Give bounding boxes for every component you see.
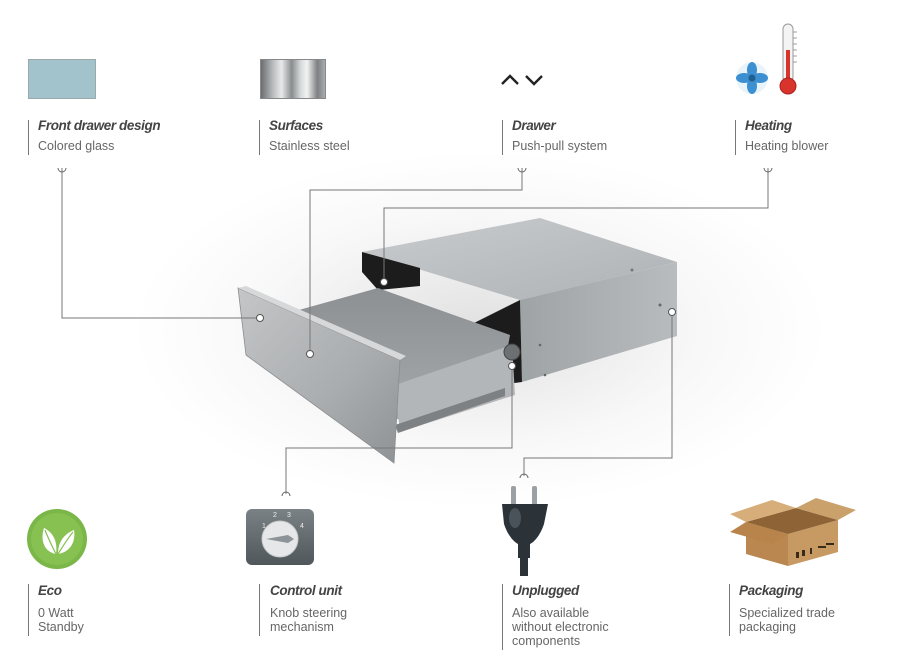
feature-desc: Heating blower (745, 139, 829, 153)
stainless-steel-swatch (260, 59, 326, 99)
feature-title: Surfaces (269, 118, 323, 133)
feature-unplugged: Unplugged Also available without electro… (512, 583, 702, 648)
feature-packaging: Packaging Specialized trade packaging (739, 583, 907, 634)
feature-desc: Also available without electronic compon… (512, 606, 609, 648)
feature-desc: Colored glass (38, 139, 115, 153)
feature-title: Front drawer design (38, 118, 161, 133)
housing-side (520, 262, 677, 382)
feature-desc: Stainless steel (269, 139, 350, 153)
feature-control-unit: Control unit Knob steering mechanism (270, 583, 460, 634)
feature-title: Packaging (739, 583, 803, 598)
feature-title: Drawer (512, 118, 556, 133)
connector-front (61, 168, 260, 319)
knob-number-3: 3 (287, 512, 291, 519)
housing-top (362, 218, 677, 300)
connector-control (285, 366, 513, 494)
feature-surfaces: Surfaces Stainless steel (269, 118, 459, 153)
cardboard-box-icon (730, 498, 856, 566)
feature-front-drawer-design: Front drawer design Colored glass (38, 118, 228, 153)
thermometer-icon (779, 23, 797, 95)
connector-lines (61, 168, 769, 494)
feature-title: Eco (38, 583, 62, 598)
control-knob-icon: 1 2 3 4 (246, 509, 314, 565)
anchor-hooks (57, 167, 773, 497)
feature-title: Unplugged (512, 583, 579, 598)
push-pull-icon (501, 74, 543, 86)
feature-title: Control unit (270, 583, 342, 598)
plug-icon (502, 486, 548, 576)
feature-desc: Specialized trade packaging (739, 606, 835, 634)
control-knob (503, 343, 521, 361)
connector-surfaces (309, 168, 523, 354)
knob-number-1: 1 (262, 523, 266, 530)
colored-glass-swatch (28, 59, 96, 99)
fan-icon (736, 62, 768, 94)
connector-unplugged (523, 312, 673, 476)
feature-desc: Push-pull system (512, 139, 608, 153)
eco-leaf-icon (27, 509, 87, 569)
drawer-rail (395, 388, 505, 433)
knob-number-4: 4 (300, 523, 304, 530)
feature-title: Heating (745, 118, 792, 133)
feature-drawer: Drawer Push-pull system (512, 118, 702, 153)
feature-desc: Knob steering mechanism (270, 606, 348, 634)
feature-eco: Eco 0 Watt Standby (38, 583, 228, 634)
housing-frame-left (362, 252, 420, 290)
drawer-side (395, 345, 515, 432)
knob-number-2: 2 (273, 512, 277, 519)
fan-thermometer-icon (736, 23, 797, 95)
connector-drawer (383, 168, 769, 282)
feature-desc: 0 Watt Standby (38, 606, 84, 634)
feature-heating: Heating Heating blower (745, 118, 907, 153)
connector-dots (256, 278, 676, 370)
